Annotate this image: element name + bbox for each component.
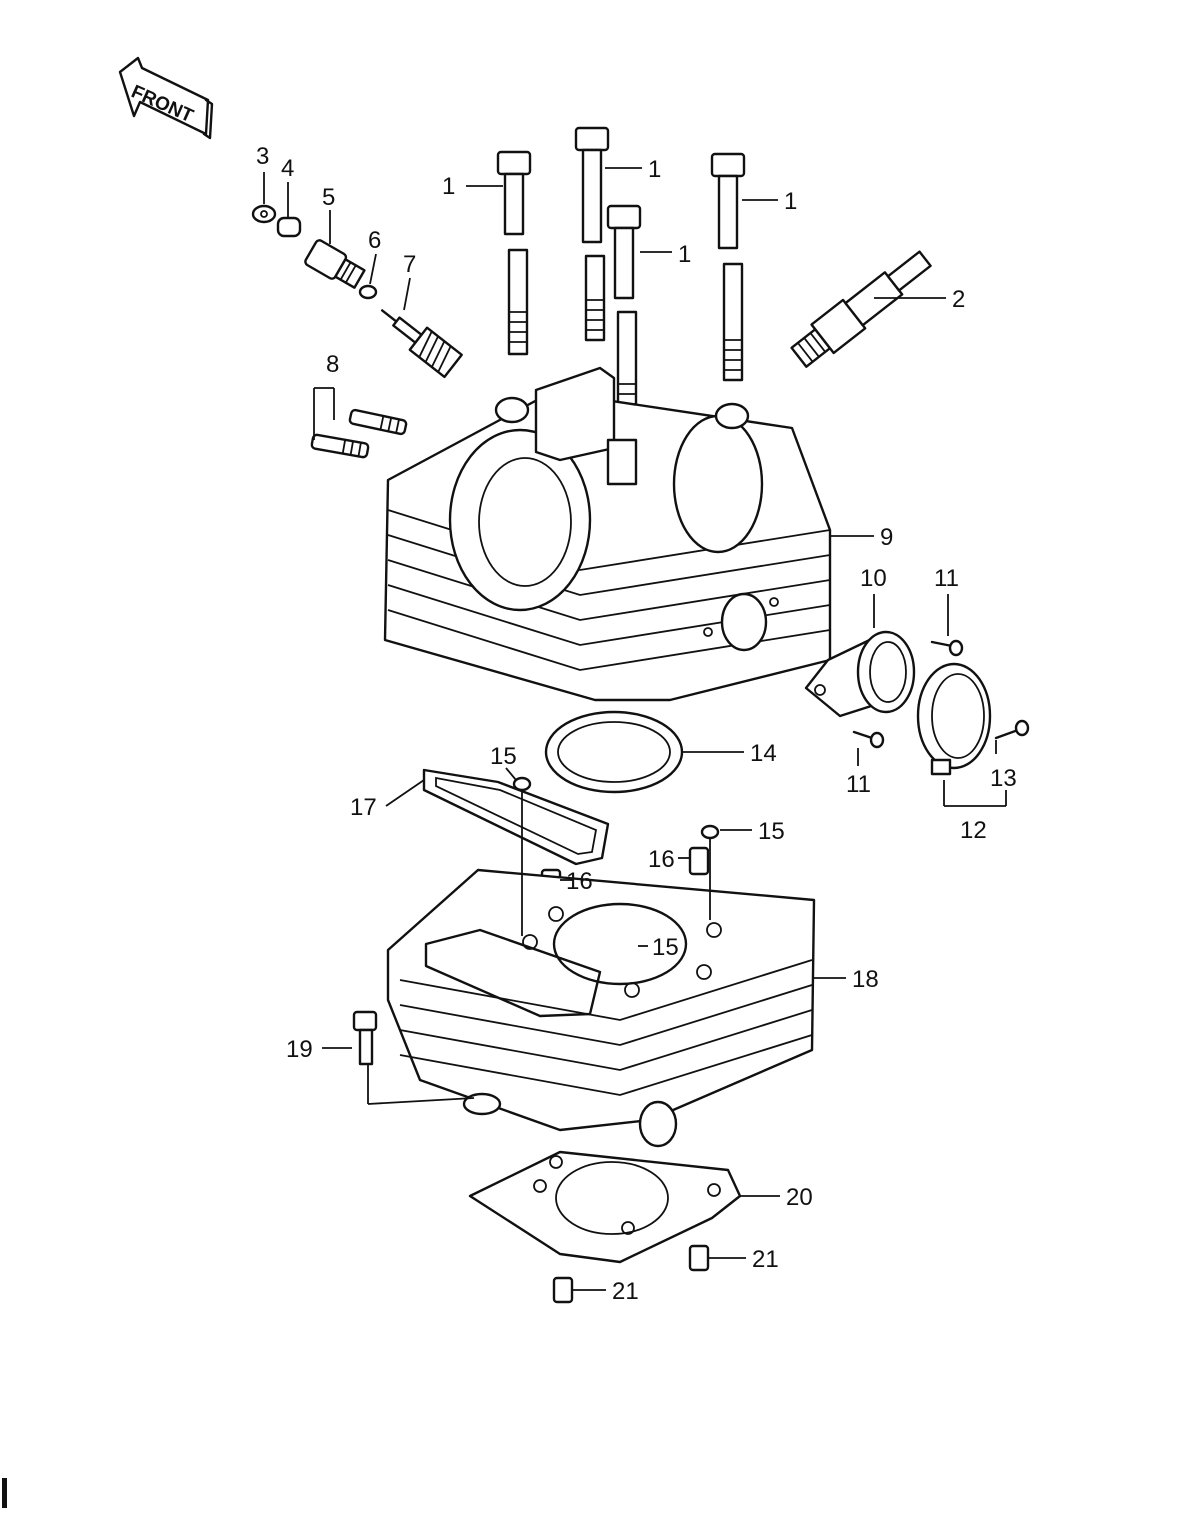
- cap-4: [276, 216, 302, 238]
- callout-1c: 1: [678, 241, 691, 268]
- callout-1a: 1: [442, 173, 455, 200]
- callout-15c: 15: [652, 934, 679, 961]
- callout-16b: 16: [566, 868, 593, 895]
- dowel-21b: [552, 1276, 574, 1304]
- tachometer-gear-7: [380, 309, 463, 379]
- clamp-screw-13: [994, 719, 1030, 740]
- callout-9: 9: [880, 524, 893, 551]
- o-ring-6: [358, 284, 378, 300]
- callout-21a: 21: [752, 1246, 779, 1273]
- stud-8b: [310, 433, 370, 459]
- callout-21b: 21: [612, 1278, 639, 1305]
- callout-11a: 11: [934, 565, 959, 592]
- callout-7: 7: [403, 251, 416, 278]
- spark-plug: [790, 250, 932, 368]
- bolt-19: [352, 1010, 378, 1066]
- callout-14: 14: [750, 740, 777, 767]
- callout-10: 10: [860, 565, 887, 592]
- cylinder-18: [386, 868, 816, 1148]
- dowel-16b: [688, 846, 710, 876]
- carburetor-holder-10: [804, 630, 916, 718]
- washer-3: [251, 204, 277, 224]
- callout-13: 13: [990, 765, 1017, 792]
- callout-1d: 1: [784, 188, 797, 215]
- callout-4: 4: [281, 155, 294, 182]
- leader-lines: [263, 167, 1007, 1291]
- callout-1b: 1: [648, 156, 661, 183]
- cylinder-head-9: [383, 366, 832, 702]
- screw-11b: [852, 730, 885, 749]
- stud-8a: [348, 408, 408, 436]
- fitting-5: [304, 239, 366, 289]
- head-gasket-14: [544, 710, 684, 794]
- head-bolt-1b: [574, 126, 610, 342]
- callout-20: 20: [786, 1184, 813, 1211]
- callout-19: 19: [286, 1036, 313, 1063]
- callout-18: 18: [852, 966, 879, 993]
- callout-8: 8: [326, 351, 339, 378]
- gasket-17: [422, 768, 610, 866]
- callout-5: 5: [322, 184, 335, 211]
- callout-labels: 1 1 1 1 2 3 4 5 6 7 8 9 10 11 11 12 13 1…: [256, 143, 1017, 1305]
- callout-15a: 15: [490, 743, 517, 770]
- callout-12: 12: [960, 817, 987, 844]
- clamp-12: [916, 662, 992, 776]
- head-bolt-1a: [496, 150, 532, 356]
- dowel-21a: [688, 1244, 710, 1272]
- o-ring-15b: [700, 824, 720, 840]
- screw-11a: [930, 639, 964, 657]
- callout-15b: 15: [758, 818, 785, 845]
- front-arrow-icon: FRONT: [118, 56, 214, 140]
- page-edge-mark: [2, 1478, 7, 1508]
- callout-16a: 16: [648, 846, 675, 873]
- head-bolt-1d: [710, 152, 746, 382]
- callout-17: 17: [350, 794, 377, 821]
- callout-3: 3: [256, 143, 269, 170]
- callout-2: 2: [952, 286, 965, 313]
- base-gasket-20: [468, 1150, 742, 1264]
- callout-6: 6: [368, 227, 381, 254]
- callout-11b: 11: [846, 771, 871, 798]
